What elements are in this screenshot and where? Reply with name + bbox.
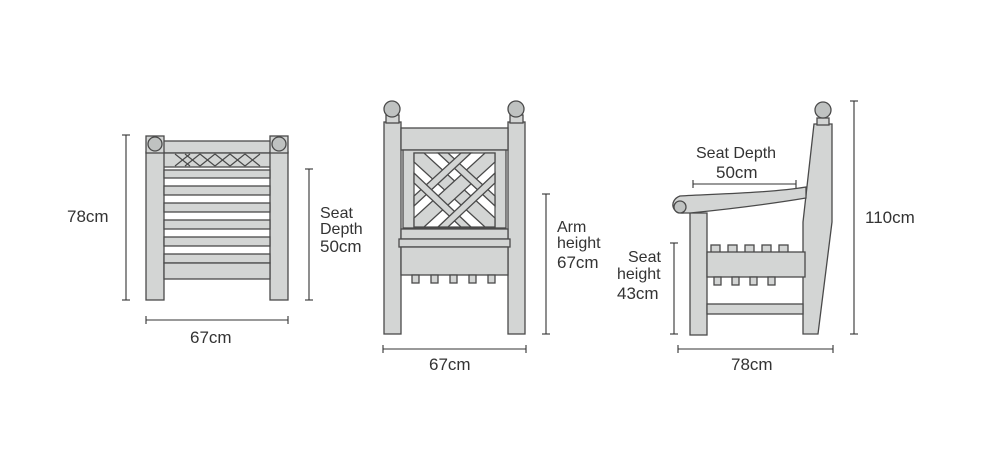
front-arm-label-line2: height [557, 235, 601, 252]
front-arm-label-line1: Arm [557, 219, 586, 236]
front-right-finial [507, 100, 525, 118]
front-left-finial [383, 100, 401, 118]
side-seat-rail [706, 251, 806, 278]
top-seat-slat [163, 202, 271, 213]
side-under-slat [731, 276, 740, 286]
side-view: Seat Depth 50cm Seat height 43cm 110cm 7… [617, 100, 915, 374]
front-top-rail [400, 127, 509, 151]
side-seat-height-value: 43cm [617, 284, 659, 303]
top-right-finial [271, 136, 287, 152]
top-seat-slat [163, 185, 271, 196]
front-slat-end [449, 274, 458, 284]
front-seat-rail [400, 228, 509, 240]
side-total-height-label: 110cm [865, 208, 915, 227]
side-depth-label: 78cm [731, 355, 773, 374]
side-seat-depth-label: Seat Depth [696, 145, 776, 162]
top-seat-slat [163, 253, 271, 264]
side-stretcher [706, 303, 804, 315]
front-arm-label-value: 67cm [557, 253, 599, 272]
front-right-post [507, 121, 526, 335]
top-left-finial [147, 136, 163, 152]
front-apron [400, 246, 509, 276]
front-left-post [383, 121, 402, 335]
top-view: 78cm Seat Depth 50cm 67cm [67, 134, 363, 347]
top-depth-label-value: 50cm [320, 237, 362, 256]
top-seat-slat [163, 219, 271, 230]
top-depth-label-line1: Seat [320, 205, 353, 222]
side-under-slat [749, 276, 758, 286]
front-slat-end [487, 274, 496, 284]
top-right-leg [269, 151, 289, 301]
front-slat-end [430, 274, 439, 284]
front-slat-end [411, 274, 420, 284]
top-front-rail [163, 262, 271, 280]
side-arm-scroll [673, 200, 687, 214]
top-seat-slat [163, 169, 271, 179]
side-seat-depth-value: 50cm [716, 163, 758, 182]
front-view: Arm height 67cm 67cm [382, 100, 601, 374]
top-depth-label-line2: Depth [320, 221, 363, 238]
top-width-label: 67cm [190, 328, 232, 347]
side-front-leg [689, 212, 708, 336]
top-height-label: 78cm [67, 207, 109, 226]
top-back-rail [147, 140, 287, 154]
side-seat-height-label-line1: Seat [628, 249, 661, 266]
top-lattice-pattern [174, 153, 261, 167]
front-chippendale-lattice [413, 152, 496, 228]
side-seat-height-label-line2: height [617, 266, 661, 283]
side-under-slat [713, 276, 722, 286]
side-under-slat [767, 276, 776, 286]
top-seat-slat [163, 236, 271, 247]
side-post-neck [816, 117, 830, 126]
side-scroll-armrest [672, 186, 807, 214]
side-back-post [802, 123, 833, 335]
front-width-label: 67cm [429, 355, 471, 374]
front-seat-edge [398, 238, 511, 248]
front-slat-end [468, 274, 477, 284]
top-left-leg [145, 151, 165, 301]
side-finial [814, 101, 832, 119]
